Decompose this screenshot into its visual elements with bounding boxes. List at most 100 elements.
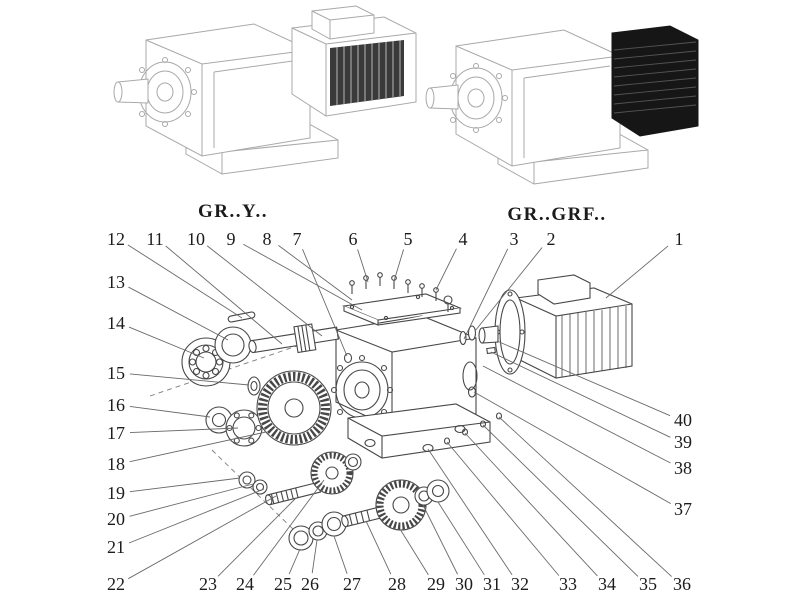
callout-number-38: 38 bbox=[674, 458, 692, 478]
callout-number-25: 25 bbox=[274, 574, 292, 594]
callout-number-11: 11 bbox=[146, 229, 163, 249]
leader-line-10 bbox=[206, 245, 323, 337]
ball-bearing bbox=[225, 409, 263, 447]
gearbox-housing bbox=[330, 315, 503, 459]
leader-line-1 bbox=[605, 245, 669, 299]
callout-number-16: 16 bbox=[107, 395, 125, 415]
callout-number-10: 10 bbox=[187, 229, 205, 249]
counter-shaft-assembly bbox=[238, 451, 362, 506]
motor-fin-lines bbox=[336, 40, 401, 105]
motor bbox=[459, 274, 633, 379]
callout-number-13: 13 bbox=[107, 272, 125, 292]
fan-cover-dark-block bbox=[611, 25, 699, 137]
leader-lines bbox=[127, 243, 672, 580]
leader-line-13 bbox=[128, 286, 229, 341]
callout-number-32: 32 bbox=[511, 574, 529, 594]
callout-number-12: 12 bbox=[107, 229, 125, 249]
leader-line-31 bbox=[437, 501, 485, 576]
callout-number-7: 7 bbox=[293, 229, 302, 249]
leader-line-35 bbox=[482, 424, 639, 577]
leader-line-2 bbox=[474, 247, 543, 332]
callout-number-2: 2 bbox=[547, 229, 556, 249]
leader-line-6 bbox=[357, 249, 369, 283]
callout-number-20: 20 bbox=[107, 509, 125, 529]
callout-number-28: 28 bbox=[388, 574, 406, 594]
leader-line-25 bbox=[288, 548, 301, 575]
leader-line-21 bbox=[128, 488, 265, 544]
leader-line-8 bbox=[278, 245, 353, 301]
coupling-spacer bbox=[459, 330, 467, 346]
bearing bbox=[426, 479, 450, 503]
assembled-unit-gr-y bbox=[113, 5, 417, 175]
callout-number-27: 27 bbox=[343, 574, 361, 594]
callout-number-36: 36 bbox=[673, 574, 691, 594]
spacer-washer bbox=[247, 376, 261, 396]
leader-line-26 bbox=[311, 539, 318, 574]
intermediate-gear-assembly bbox=[205, 370, 332, 447]
motor-fin-lines bbox=[561, 306, 627, 377]
parallel-key bbox=[227, 311, 256, 323]
callout-number-17: 17 bbox=[107, 423, 125, 443]
exploded-assembly bbox=[181, 272, 633, 551]
callout-number-15: 15 bbox=[107, 363, 125, 383]
coupling-washer bbox=[467, 325, 477, 341]
leader-line-7 bbox=[302, 248, 348, 357]
callout-number-3: 3 bbox=[510, 229, 519, 249]
leader-line-33 bbox=[446, 441, 560, 576]
leader-line-14 bbox=[128, 326, 205, 359]
leader-line-18 bbox=[129, 431, 267, 463]
callout-number-26: 26 bbox=[301, 574, 319, 594]
leader-line-19 bbox=[129, 477, 241, 493]
leader-line-3 bbox=[463, 248, 509, 340]
motor-fins-dark bbox=[330, 40, 404, 106]
output-shaft-assembly bbox=[288, 479, 450, 551]
leader-line-12 bbox=[127, 244, 243, 319]
variant-label-gr-y: GR..Y.. bbox=[198, 201, 268, 222]
callout-number-24: 24 bbox=[236, 574, 254, 594]
input-shaft-assembly bbox=[181, 311, 340, 396]
variant-label-gr-grf: GR..GRF.. bbox=[507, 204, 607, 225]
leader-line-38 bbox=[482, 365, 671, 464]
callout-number-19: 19 bbox=[107, 483, 125, 503]
leader-line-36 bbox=[498, 416, 672, 577]
leader-line-22 bbox=[128, 495, 277, 580]
leader-line-30 bbox=[422, 504, 458, 575]
callout-number-22: 22 bbox=[107, 574, 125, 594]
cover-screws bbox=[349, 272, 453, 312]
callout-number-39: 39 bbox=[674, 432, 692, 452]
leader-line-24 bbox=[253, 479, 325, 576]
callout-number-29: 29 bbox=[427, 574, 445, 594]
callout-number-37: 37 bbox=[674, 499, 692, 519]
leader-line-17 bbox=[129, 427, 239, 433]
washer bbox=[238, 471, 256, 489]
assembled-unit-gr-grf bbox=[425, 25, 699, 185]
callout-number-5: 5 bbox=[404, 229, 413, 249]
callout-number-40: 40 bbox=[674, 410, 692, 430]
callout-number-1: 1 bbox=[675, 229, 684, 249]
washer bbox=[252, 479, 268, 495]
leader-line-4 bbox=[435, 248, 457, 291]
leader-line-9 bbox=[243, 243, 363, 311]
shaft-key bbox=[486, 346, 496, 355]
leader-line-39 bbox=[490, 351, 671, 438]
pinion-shaft bbox=[248, 323, 340, 354]
oil-seal bbox=[214, 326, 252, 364]
leader-line-28 bbox=[365, 520, 392, 575]
leader-line-34 bbox=[464, 432, 598, 577]
leader-line-11 bbox=[165, 245, 283, 345]
callout-number-8: 8 bbox=[263, 229, 272, 249]
callout-number-33: 33 bbox=[559, 574, 577, 594]
callout-number-23: 23 bbox=[199, 574, 217, 594]
leader-line-29 bbox=[399, 528, 429, 576]
callout-number-6: 6 bbox=[349, 229, 358, 249]
callout-number-4: 4 bbox=[459, 229, 468, 249]
terminal-box bbox=[537, 274, 591, 305]
oil-plug bbox=[343, 352, 353, 364]
leader-line-40 bbox=[496, 340, 671, 417]
side-plug bbox=[467, 386, 477, 398]
callout-number-30: 30 bbox=[455, 574, 473, 594]
fan-cover-fin-lines bbox=[613, 41, 697, 114]
